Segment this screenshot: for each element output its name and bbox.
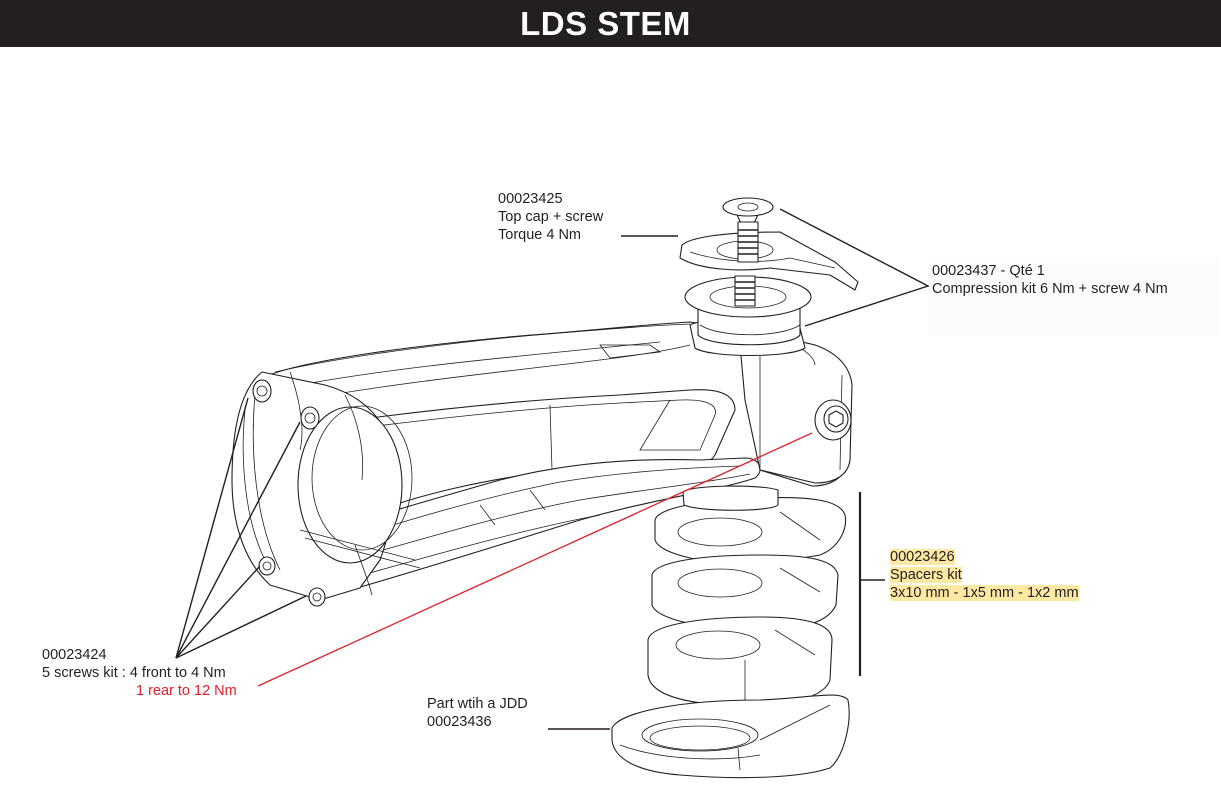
spacers-kit-description: Spacers kit xyxy=(890,567,962,583)
callout-compression-kit: 00023437 - Qté 1 Compression kit 6 Nm + … xyxy=(932,262,1168,298)
spacers-kit-sizes: 3x10 mm - 1x5 mm - 1x2 mm xyxy=(890,585,1079,601)
callout-jdd-part: Part wtih a JDD 00023436 xyxy=(427,695,528,731)
upper-spacer-ring xyxy=(682,485,779,511)
compression-kit-description: Compression kit 6 Nm + screw 4 Nm xyxy=(932,281,1168,297)
compression-kit-part-number: 00023437 - Qté 1 xyxy=(932,263,1045,279)
leader-screw-4 xyxy=(175,595,307,659)
title-bar: LDS STEM xyxy=(0,0,1221,47)
leader-screw-2 xyxy=(175,421,301,659)
top-cap-part-number: 00023425 xyxy=(498,191,563,207)
jdd-base-part xyxy=(611,694,850,779)
rear-clamp-screw xyxy=(814,399,852,441)
top-cap-screw xyxy=(722,197,774,307)
leader-rear-screw xyxy=(257,432,813,687)
faceplate xyxy=(231,371,421,601)
spacer-10mm-3 xyxy=(647,616,833,706)
screws-kit-rear-note: 1 rear to 12 Nm xyxy=(136,683,237,699)
callout-top-cap: 00023425 Top cap + screw Torque 4 Nm xyxy=(498,190,603,244)
screws-kit-part-number: 00023424 xyxy=(42,647,107,663)
top-cap-torque: Torque 4 Nm xyxy=(498,227,582,243)
spacers-kit-part-number: 00023426 xyxy=(890,549,955,565)
leader-screw-1 xyxy=(175,397,249,659)
jdd-part-number: 00023436 xyxy=(427,714,492,730)
jdd-part-description: Part wtih a JDD xyxy=(427,696,528,712)
page-title: LDS STEM xyxy=(520,4,691,42)
top-cap-description: Top cap + screw xyxy=(498,209,604,225)
leader-lines xyxy=(175,208,930,730)
callout-screws-kit: 00023424 5 screws kit : 4 front to 4 Nm … xyxy=(42,646,237,700)
screws-kit-description: 5 screws kit : 4 front to 4 Nm xyxy=(42,665,226,681)
callout-background xyxy=(928,258,1218,336)
callout-spacers-kit: 00023426 Spacers kit 3x10 mm - 1x5 mm - … xyxy=(890,548,1079,602)
faceplate-screws xyxy=(252,379,326,607)
leader-screw-3 xyxy=(175,565,261,659)
leader-compression-kit xyxy=(779,208,930,327)
